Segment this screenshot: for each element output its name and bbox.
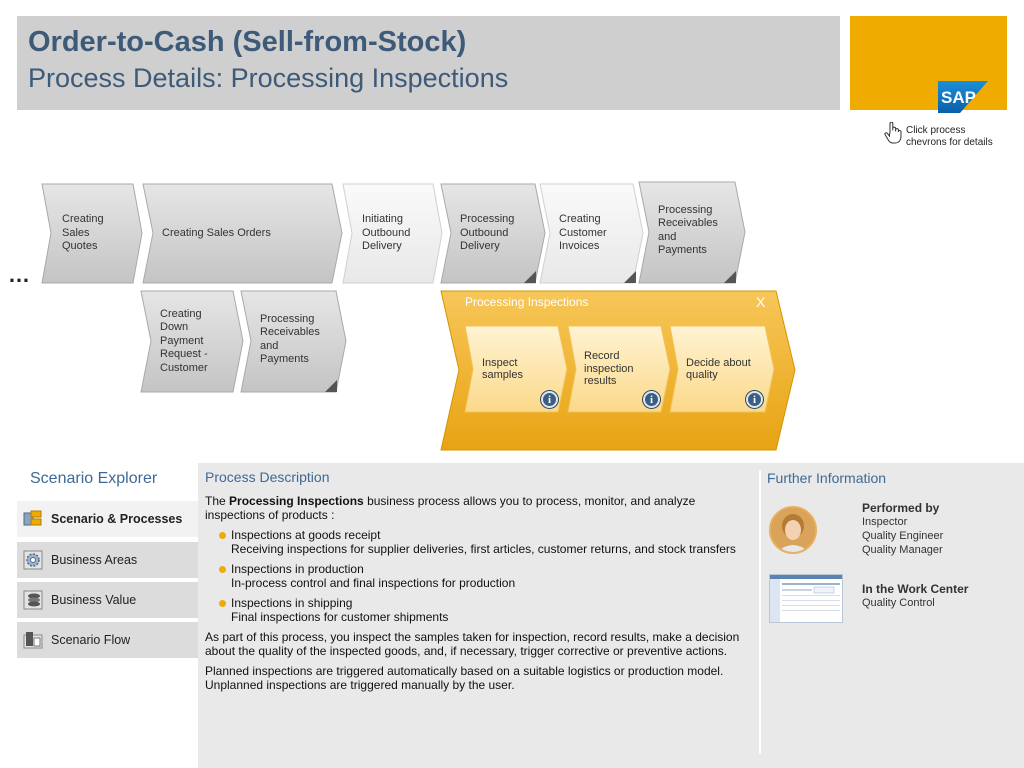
close-icon[interactable]: X	[756, 294, 766, 310]
nav-scenario-processes[interactable]: Scenario & Processes	[17, 500, 198, 537]
scenario-explorer-title: Scenario Explorer	[30, 470, 158, 487]
nav-label: Business Value	[51, 593, 137, 607]
hint: Click process chevrons for details	[884, 121, 993, 149]
role-item: Quality Engineer	[862, 530, 944, 542]
performed-by-block: Performed by Inspector Quality Engineer …	[862, 501, 943, 557]
work-center-thumbnail[interactable]	[769, 574, 843, 623]
more-indicator: …	[8, 262, 30, 287]
chevron-creating-down-payment-request[interactable]: Creating Down Payment Request - Customer	[140, 290, 244, 393]
info-icon[interactable]: i	[643, 391, 660, 408]
page-subtitle: Process Details: Processing Inspections	[28, 63, 509, 93]
process-description-title: Process Description	[205, 469, 330, 485]
chevron-shape	[41, 183, 143, 284]
list-item-head: Inspections at goods receipt	[231, 528, 381, 542]
expand-corner-icon	[724, 271, 736, 283]
expand-corner-icon	[524, 271, 536, 283]
chevron-processing-outbound-delivery[interactable]: Processing Outbound Delivery	[440, 183, 546, 284]
intro-bold: Processing Inspections	[229, 494, 364, 508]
chevron-shape	[142, 183, 343, 284]
avatar	[769, 506, 817, 554]
intro-paragraph: The Processing Inspections business proc…	[205, 494, 750, 522]
planned-text: Planned inspections are triggered automa…	[205, 664, 724, 678]
svg-text:SAP: SAP	[941, 88, 976, 107]
step-label: Record inspection results	[584, 350, 634, 388]
chevron-creating-sales-orders[interactable]: Creating Sales Orders	[142, 183, 343, 284]
hint-text: Click process chevrons for details	[906, 125, 993, 148]
performed-by-heading: Performed by	[862, 501, 940, 515]
list-item-body: Final inspections for customer shipments	[231, 610, 449, 624]
chevron-label: Processing Outbound Delivery	[460, 213, 515, 253]
step-inspect-samples[interactable]: Inspect samples	[464, 325, 568, 413]
step-decide-about-quality[interactable]: Decide about quality	[669, 325, 775, 413]
list-item-body: Receiving inspections for supplier deliv…	[231, 542, 736, 556]
list-item-head: Inspections in shipping	[231, 596, 353, 610]
nav-business-areas[interactable]: Business Areas	[17, 541, 198, 578]
chevron-shape	[440, 183, 546, 284]
content-panel	[198, 463, 1024, 768]
gear-icon	[23, 550, 43, 570]
divider	[759, 470, 761, 754]
chevron-label: Initiating Outbound Delivery	[362, 213, 411, 253]
work-center-block: In the Work Center Quality Control	[862, 582, 968, 610]
nav-business-value[interactable]: Business Value	[17, 581, 198, 618]
chevron-creating-customer-invoices[interactable]: Creating Customer Invoices	[539, 183, 644, 284]
further-information-title: Further Information	[767, 470, 887, 486]
scenario-icon	[23, 509, 43, 529]
chevron-label: Processing Receivables and Payments	[260, 312, 320, 366]
step-label: Decide about quality	[686, 356, 751, 382]
chevron-creating-sales-quotes[interactable]: Creating Sales Quotes	[41, 183, 143, 284]
coins-icon	[23, 590, 43, 610]
expand-corner-icon	[325, 380, 337, 392]
intro-text: business process allows you to process, …	[205, 494, 696, 522]
process-description: The Processing Inspections business proc…	[205, 494, 750, 698]
nav-label: Scenario Flow	[51, 633, 131, 647]
trigger-paragraph: Planned inspections are triggered automa…	[205, 664, 750, 692]
info-icon[interactable]: i	[746, 391, 763, 408]
hand-pointer-icon	[884, 121, 902, 144]
nav-scenario-flow[interactable]: Scenario Flow	[17, 621, 198, 658]
chevron-shape	[240, 290, 347, 393]
chevron-shape	[638, 181, 746, 284]
sap-logo: SAP	[938, 81, 988, 113]
expand-corner-icon	[624, 271, 636, 283]
chevron-label: Creating Down Payment Request - Customer	[160, 307, 208, 374]
chevron-label: Creating Sales Orders	[162, 226, 271, 239]
chevron-processing-receivables-payments[interactable]: Processing Receivables and Payments	[638, 181, 746, 284]
chevron-shape	[539, 183, 644, 284]
list-item-head: Inspections in production	[231, 562, 364, 576]
role-item: Quality Manager	[862, 544, 943, 556]
step-record-inspection-results[interactable]: Record inspection results	[567, 325, 671, 413]
chevron-processing-receivables-payments-2[interactable]: Processing Receivables and Payments	[240, 290, 347, 393]
chevron-initiating-outbound-delivery[interactable]: Initiating Outbound Delivery	[342, 183, 443, 284]
chevron-shape	[342, 183, 443, 284]
step-shape	[464, 325, 568, 413]
work-center-value: Quality Control	[862, 597, 935, 609]
step-label: Inspect samples	[482, 356, 523, 382]
header-band	[17, 16, 840, 110]
flow-icon	[23, 630, 43, 650]
intro-text: The	[205, 494, 230, 508]
logo-panel	[850, 16, 1007, 110]
step-shape	[669, 325, 775, 413]
process-paragraph: As part of this process, you inspect the…	[205, 630, 740, 658]
work-center-heading: In the Work Center	[862, 582, 969, 596]
list-item-body: In-process control and final inspections…	[231, 576, 516, 590]
info-icon[interactable]: i	[541, 391, 558, 408]
chevron-label: Processing Receivables and Payments	[658, 203, 718, 257]
nav-label: Business Areas	[51, 553, 138, 567]
chevron-label: Creating Sales Quotes	[62, 213, 104, 253]
page-title: Order-to-Cash (Sell-from-Stock)	[28, 26, 467, 58]
role-item: Inspector	[862, 516, 908, 528]
chevron-label: Creating Customer Invoices	[559, 213, 607, 253]
nav-label: Scenario & Processes	[51, 512, 183, 526]
step-shape	[567, 325, 671, 413]
inspection-panel-title: Processing Inspections	[465, 295, 589, 309]
chevron-shape	[140, 290, 244, 393]
unplanned-text: Unplanned inspections are triggered manu…	[205, 678, 515, 692]
